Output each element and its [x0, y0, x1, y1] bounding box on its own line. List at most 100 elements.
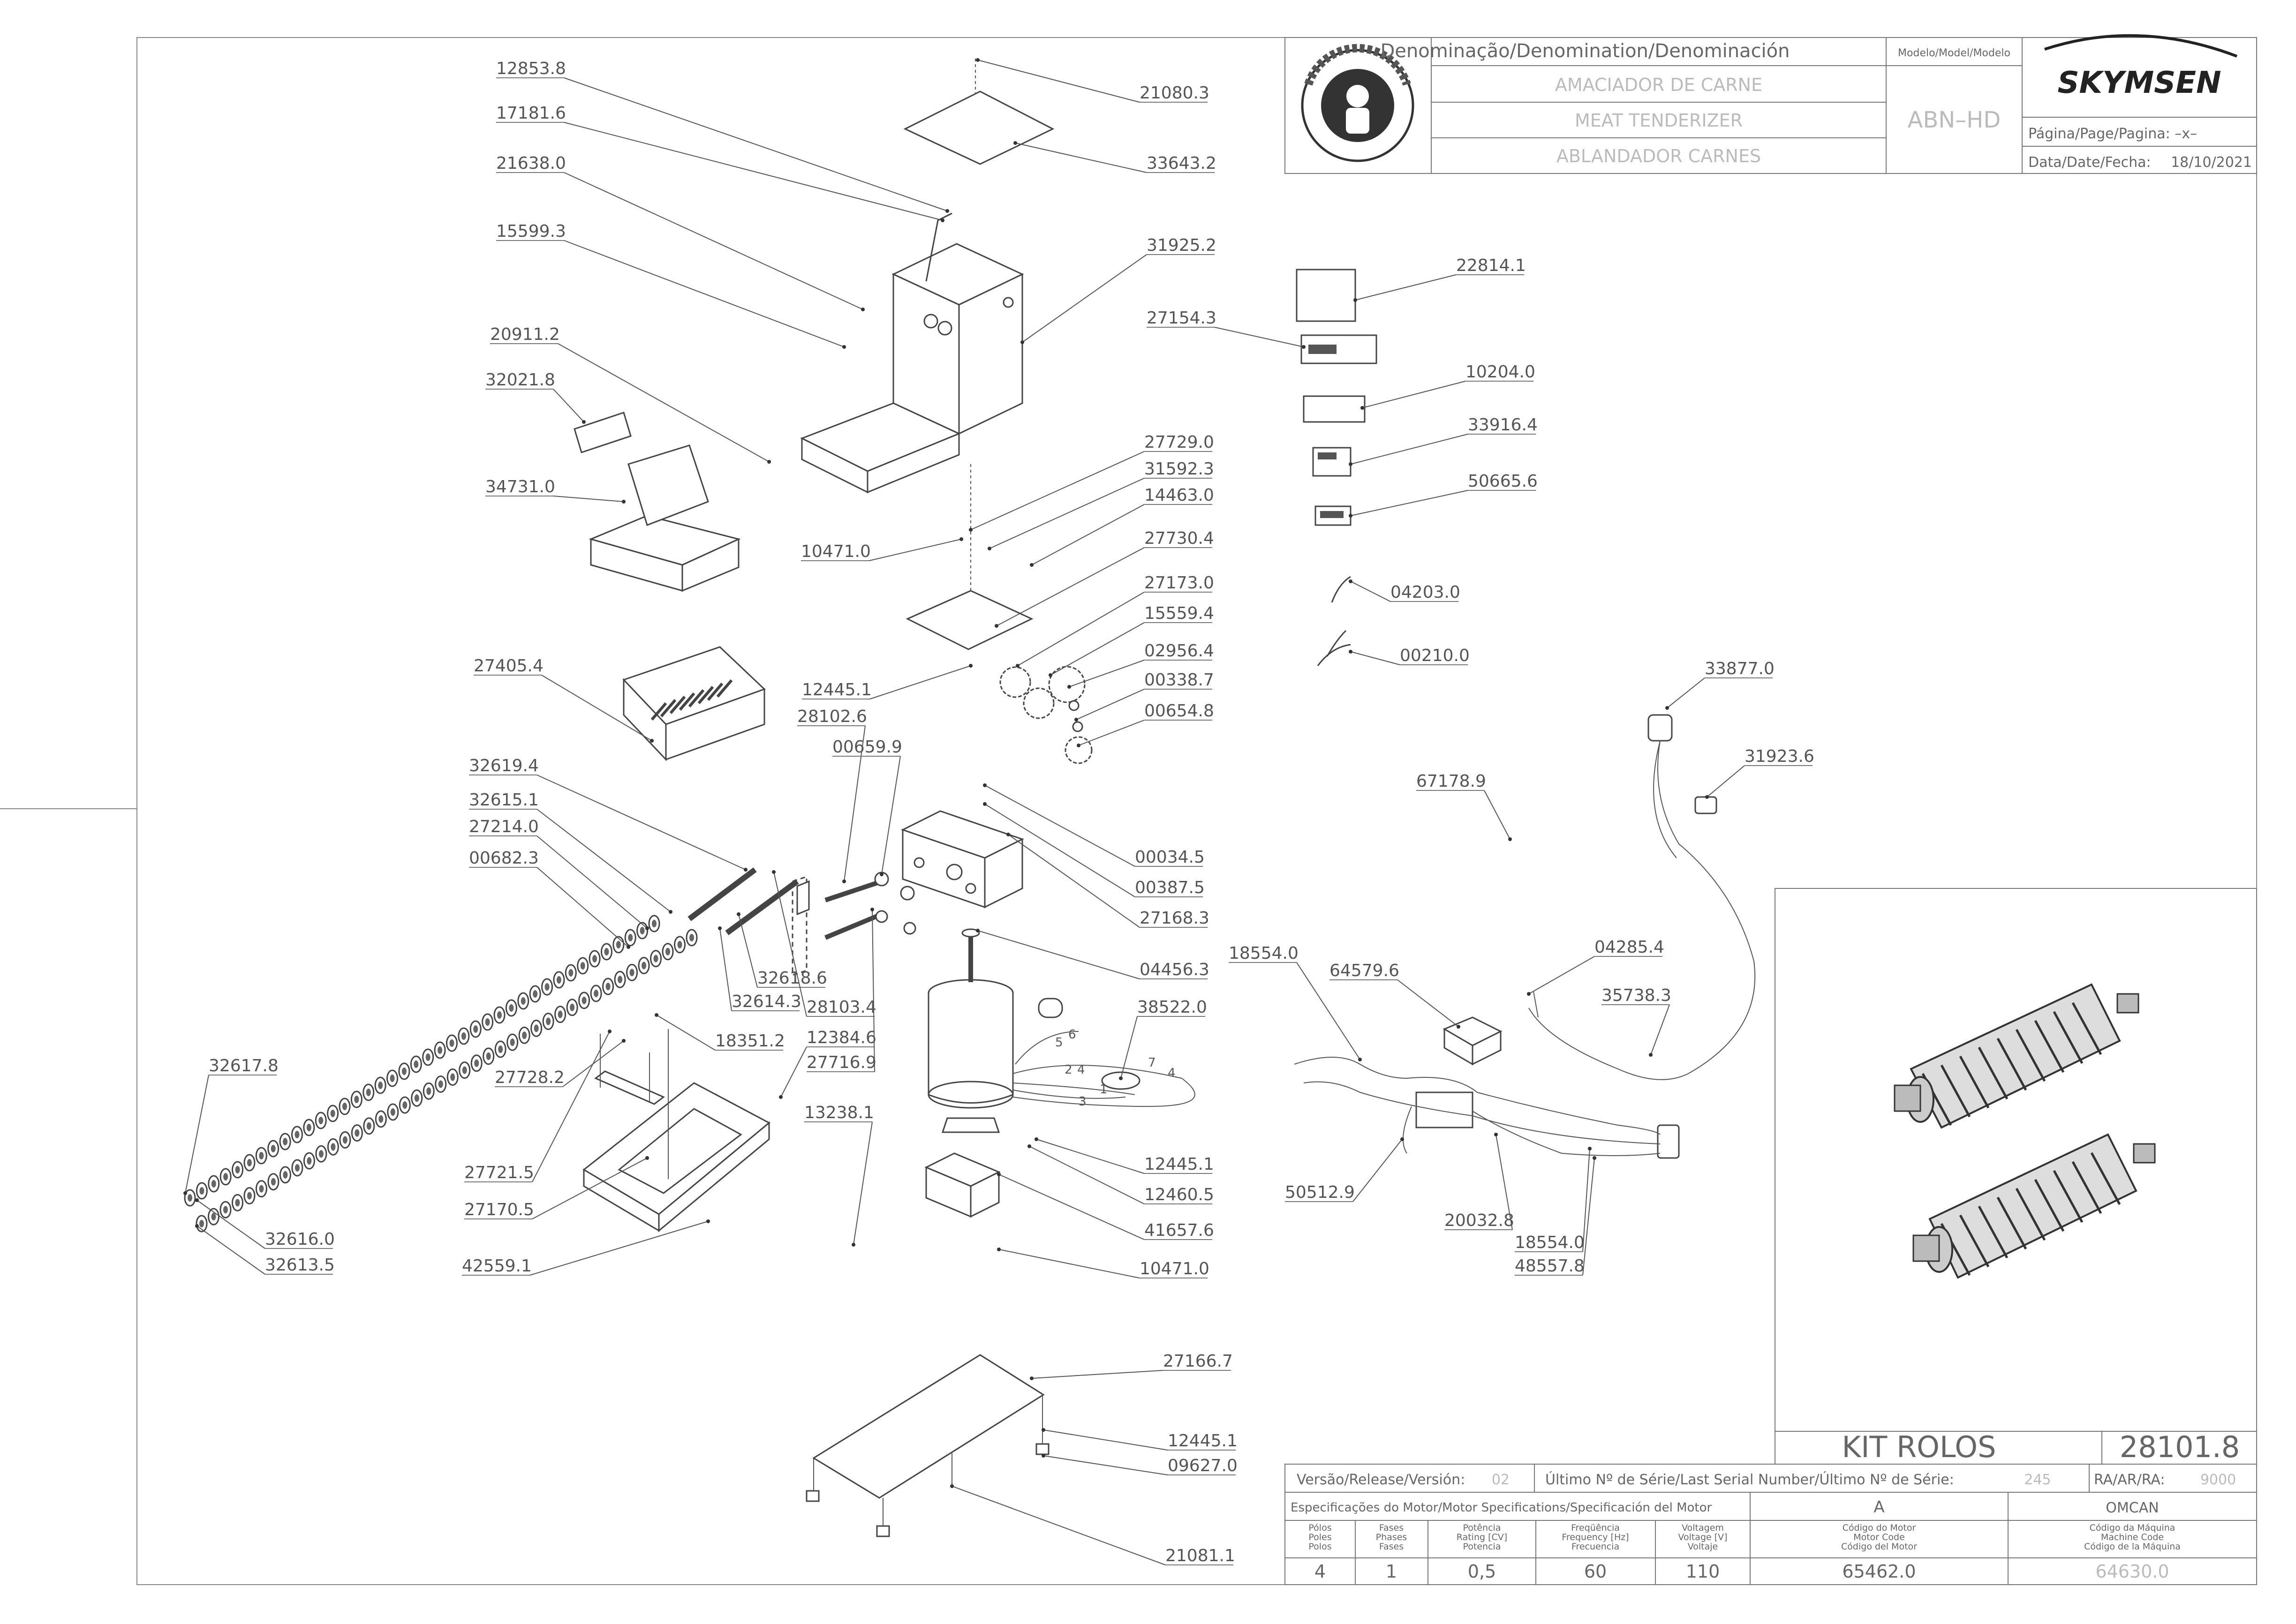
- part-label: 09627.0: [1168, 1456, 1238, 1475]
- part-label: 17181.6: [496, 104, 566, 123]
- roller-disc-hole: [616, 941, 621, 948]
- leader-line: [1362, 381, 1466, 408]
- part-label: 38522.0: [1137, 998, 1207, 1017]
- part-label: 15599.3: [496, 222, 566, 241]
- part-label: 10471.0: [1140, 1259, 1209, 1278]
- wire-number: 2: [1065, 1063, 1072, 1077]
- part-label: 21081.1: [1165, 1546, 1235, 1565]
- roller-kit-panel: KIT ROLOS 28101.8: [1775, 888, 2257, 1465]
- leader-line: [553, 389, 584, 422]
- leader-dot: [997, 1173, 1001, 1176]
- roller-disc-hole: [629, 969, 634, 977]
- roller-disc-hole: [223, 1173, 228, 1180]
- spec-header: Potencia: [1463, 1541, 1501, 1552]
- roller-disc-hole: [366, 1122, 371, 1130]
- roller-disc-hole: [605, 983, 611, 991]
- roller-disc-hole: [665, 947, 671, 955]
- leader-line: [1650, 1004, 1670, 1055]
- leader-line: [1031, 1370, 1163, 1379]
- roller-disc-hole: [486, 1052, 491, 1060]
- leader-line: [844, 725, 866, 882]
- roller-disc-hole: [618, 976, 623, 984]
- spec-header: Potência: [1463, 1523, 1501, 1533]
- roller-disc-hole: [594, 990, 599, 998]
- leader-dot: [870, 908, 874, 911]
- leader-line: [196, 1200, 265, 1249]
- spec-value: 0,5: [1468, 1561, 1496, 1582]
- leader-dot: [1035, 1137, 1038, 1141]
- part-label: 12460.5: [1144, 1185, 1214, 1204]
- leader-dot: [983, 802, 987, 806]
- part-label: 12445.1: [802, 680, 872, 699]
- roller-disc-hole: [188, 1194, 192, 1202]
- leader-line: [536, 809, 671, 912]
- part-label: 34731.0: [485, 477, 555, 496]
- leader-line: [1296, 962, 1360, 1060]
- roller-disc-hole: [199, 1187, 204, 1195]
- gear-set: [999, 666, 1093, 764]
- cable-pieces: [1317, 576, 1351, 666]
- gearbox-housing: [901, 810, 1024, 909]
- leader-line: [996, 547, 1145, 626]
- roller-disc-hole: [533, 990, 538, 998]
- part-label: 41657.6: [1144, 1221, 1214, 1240]
- spec-header: Pólos: [1308, 1523, 1331, 1533]
- product-name-pt: AMACIADOR DE CARNE: [1555, 75, 1762, 95]
- motor-letter: A: [1873, 1498, 1884, 1517]
- leader-dot: [1649, 1053, 1653, 1057]
- part-label: 28103.4: [807, 998, 876, 1017]
- spec-value: 4: [1314, 1561, 1326, 1582]
- part-label: 20911.2: [490, 325, 560, 344]
- roller-disc-hole: [497, 1011, 502, 1019]
- leader-line: [1043, 1455, 1168, 1475]
- leader-line: [1036, 1139, 1145, 1174]
- motor: [928, 928, 1063, 1133]
- part-label: 33877.0: [1705, 659, 1775, 678]
- part-label: 32617.8: [209, 1056, 279, 1075]
- leader-dot: [1027, 1144, 1031, 1148]
- switch-box-assembly: [1294, 991, 1689, 1159]
- leader-dot: [582, 420, 586, 424]
- leader-dot: [772, 870, 776, 874]
- roller-disc-hole: [521, 997, 526, 1005]
- part-label: 32619.4: [469, 756, 539, 775]
- comb-roller-stack-upper: [184, 915, 660, 1207]
- leader-line: [1031, 504, 1145, 565]
- roller-disc-hole: [414, 1060, 419, 1068]
- ra-label: RA/AR/RA:: [2094, 1472, 2165, 1488]
- leader-dot: [1593, 1156, 1596, 1160]
- roller-disc-hole: [642, 962, 647, 970]
- roller-base-frame: [582, 1029, 770, 1233]
- leader-dot: [1349, 579, 1352, 583]
- leader-dot: [1006, 833, 1010, 836]
- serial-value: 245: [2024, 1472, 2051, 1488]
- leader-dot: [1494, 1133, 1498, 1136]
- part-label: 12445.1: [1168, 1431, 1238, 1451]
- leader-dot: [945, 209, 949, 213]
- roller-disc-hole: [283, 1138, 288, 1145]
- spec-value: 1: [1386, 1561, 1397, 1582]
- product-name-en: MEAT TENDERIZER: [1575, 110, 1743, 131]
- spec-header: Código de la Máquina: [2084, 1541, 2181, 1552]
- leader-line: [881, 756, 901, 875]
- leader-dot: [645, 1156, 649, 1160]
- roller-disc-hole: [306, 1124, 311, 1131]
- part-label: 33643.2: [1147, 154, 1216, 173]
- version-value: 02: [1492, 1472, 1510, 1488]
- part-label: 32615.1: [469, 790, 539, 810]
- spec-header: Frecuencia: [1571, 1541, 1619, 1552]
- part-label: 32021.8: [485, 370, 555, 390]
- label-tag: [574, 412, 632, 453]
- roller-disc-hole: [604, 948, 609, 955]
- roller-disc-hole: [474, 1059, 479, 1067]
- roller-disc-hole: [401, 1068, 407, 1075]
- power-cord: [1647, 714, 1756, 1074]
- leader-dot: [622, 500, 626, 504]
- leader-dot: [737, 912, 740, 916]
- roller-disc-hole: [259, 1185, 264, 1193]
- leader-line: [532, 1031, 610, 1182]
- part-label: 64579.6: [1329, 961, 1399, 980]
- leader-dot: [1030, 563, 1034, 567]
- leader-line: [1528, 956, 1595, 994]
